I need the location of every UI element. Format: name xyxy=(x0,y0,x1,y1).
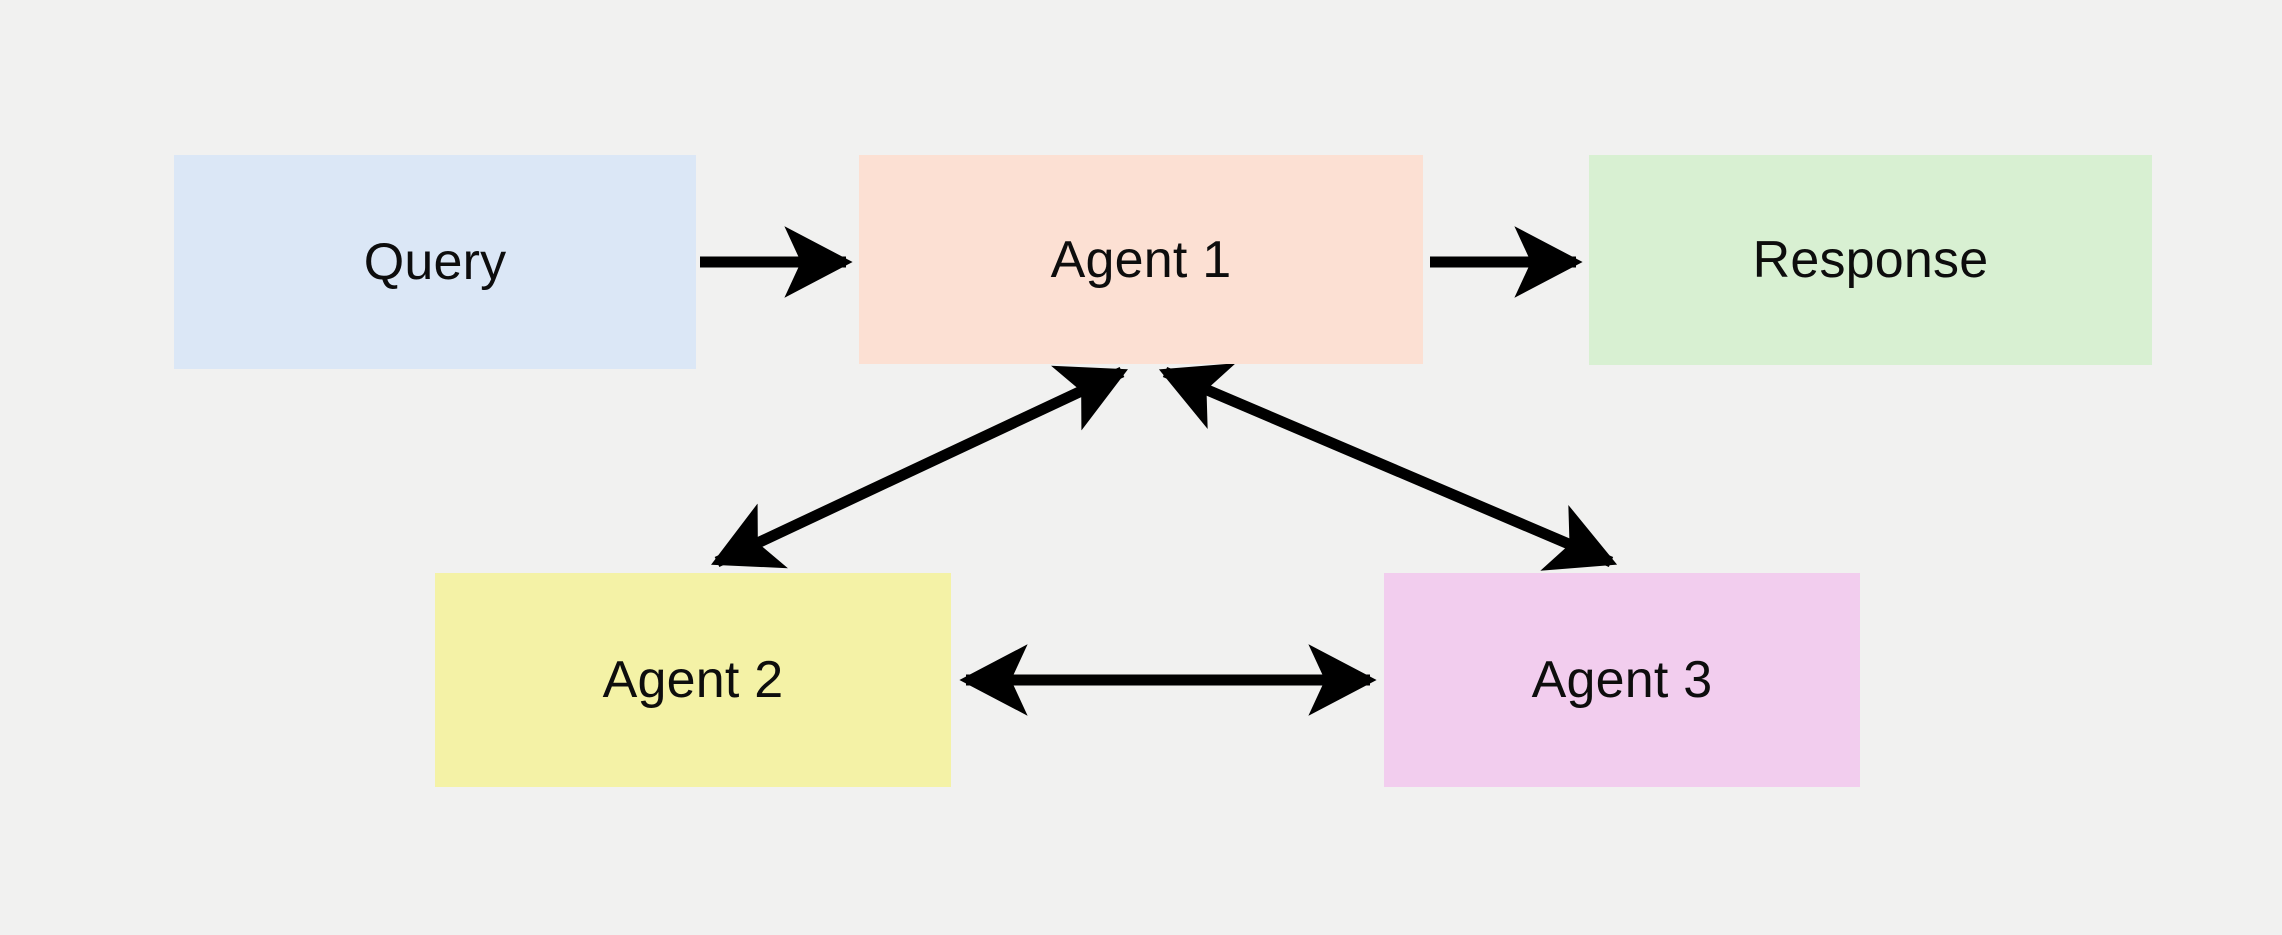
node-agent2-label: Agent 2 xyxy=(602,651,784,709)
node-agent3-label: Agent 3 xyxy=(1531,651,1713,709)
node-query-label: Query xyxy=(363,233,507,291)
node-agent3[interactable]: Agent 3 xyxy=(1384,573,1860,787)
edge-agent1-agent3 xyxy=(1158,363,1618,571)
node-agent1-label: Agent 1 xyxy=(1050,230,1232,289)
node-response[interactable]: Response xyxy=(1589,155,2152,365)
node-query[interactable]: Query xyxy=(174,155,696,369)
edge-agent1-agent2 xyxy=(711,365,1128,569)
node-agent2[interactable]: Agent 2 xyxy=(435,573,951,787)
node-response-label: Response xyxy=(1752,231,1989,289)
node-agent1[interactable]: Agent 1 xyxy=(859,155,1423,364)
